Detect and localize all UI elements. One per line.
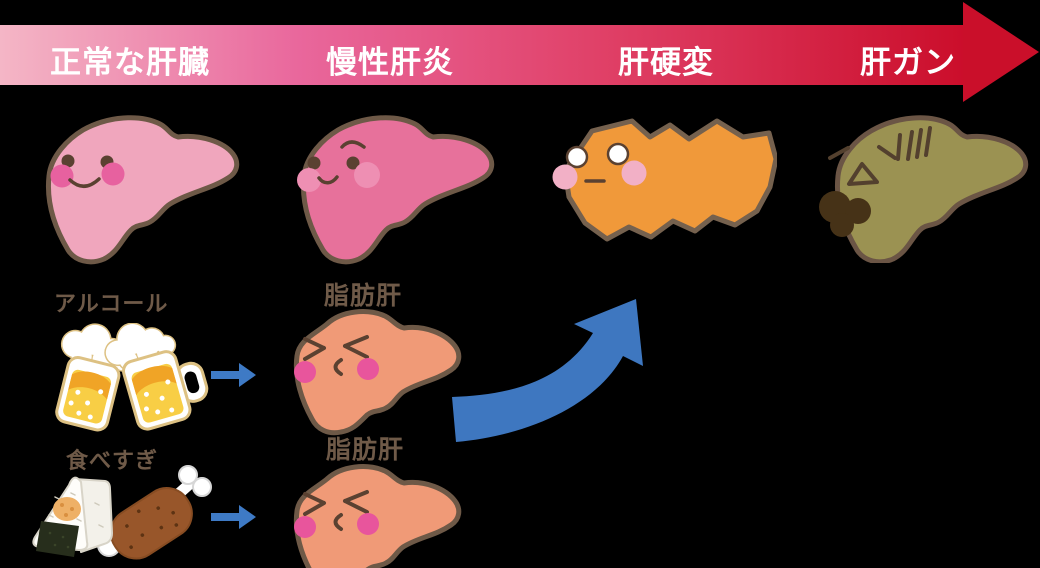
fatty-liver-face — [303, 490, 369, 531]
fatty-liver-illustration-2 — [293, 464, 462, 568]
chronic-hepatitis-liver-illustration — [297, 115, 495, 265]
stage-label-normal-liver: 正常な肝臓 — [50, 45, 210, 81]
cancer-liver-body — [834, 115, 1029, 263]
chronic-liver-face — [297, 140, 380, 192]
right-arrow-icon-overeating — [211, 505, 256, 529]
fatty-liver-label-2: 脂肪肝 — [326, 435, 405, 464]
rice-ball — [32, 476, 113, 557]
nori-seaweed — [36, 521, 79, 557]
curved-up-arrow-icon — [452, 299, 643, 442]
stage-label-liver-cancer: 肝ガン — [860, 45, 956, 81]
cirrhosis-liver-illustration — [552, 118, 777, 242]
chronic-liver-body — [300, 115, 495, 265]
normal-liver-face — [50, 154, 125, 188]
alcohol-label: アルコール — [54, 292, 169, 317]
beer-mugs-illustration — [55, 323, 209, 432]
progression-banner-arrowhead-icon — [963, 2, 1039, 102]
fatty-liver-body — [293, 464, 462, 568]
tumor-spots — [819, 191, 871, 237]
cancer-liver-face — [828, 126, 932, 186]
rice-ball-and-meat-illustration — [32, 465, 212, 560]
right-arrow-icon-alcohol — [211, 363, 256, 387]
fatty-liver-face — [303, 335, 369, 376]
cirrhosis-liver-face — [552, 142, 647, 190]
rice-ball-filling — [53, 497, 81, 521]
fatty-liver-label-1: 脂肪肝 — [324, 281, 403, 310]
meat-drumstick — [109, 465, 212, 560]
beer-mug-right — [104, 323, 209, 431]
fatty-liver-illustration-1 — [293, 309, 462, 436]
liver-cancer-illustration — [819, 115, 1029, 263]
stage-label-chronic-hepatitis: 慢性肝炎 — [326, 45, 454, 81]
normal-liver-body — [45, 115, 240, 265]
stage-label-cirrhosis: 肝硬変 — [618, 45, 714, 81]
normal-liver-illustration — [45, 115, 240, 265]
progression-banner — [0, 25, 963, 85]
overeating-label: 食べすぎ — [66, 449, 159, 474]
